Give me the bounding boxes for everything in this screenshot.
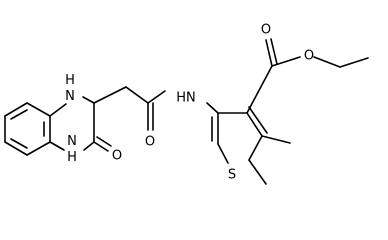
bond (248, 135, 263, 161)
atom-label-nh-amide: HN (176, 91, 196, 106)
bond (270, 38, 278, 65)
bond (26, 102, 51, 117)
methyl-ester (246, 38, 369, 114)
bond (93, 141, 109, 152)
atom-label-o-ester-ether: O (304, 49, 314, 64)
bond (82, 96, 95, 104)
bond (261, 135, 291, 144)
bond (49, 103, 67, 117)
bond (248, 106, 268, 134)
acetamide-linker (93, 86, 219, 131)
bond (248, 159, 267, 185)
bond (125, 86, 149, 104)
methyl-groups (248, 135, 291, 185)
pyrazinone-ring (49, 96, 112, 152)
atom-label-o-ester-carbonyl: O (261, 23, 271, 38)
bond (206, 102, 219, 114)
bond (147, 90, 166, 104)
bond (49, 141, 65, 151)
bond (4, 141, 28, 156)
bond (246, 65, 273, 114)
bond (10, 138, 28, 149)
bond (265, 39, 273, 67)
bond (10, 109, 28, 120)
atom-label-o-amide: O (145, 135, 155, 150)
bond (271, 56, 301, 67)
atom-label-o-lactam: O (112, 149, 122, 164)
bond (313, 56, 341, 68)
bond (83, 141, 95, 151)
benzene-ring (4, 102, 51, 156)
bond (26, 141, 51, 156)
bond (4, 102, 28, 117)
bond (217, 143, 229, 164)
bond (96, 136, 112, 147)
bond (93, 86, 127, 104)
atom-label-s: S (228, 168, 236, 183)
thiophene-ring (211, 106, 268, 164)
bond (246, 112, 263, 137)
bond (339, 57, 369, 68)
